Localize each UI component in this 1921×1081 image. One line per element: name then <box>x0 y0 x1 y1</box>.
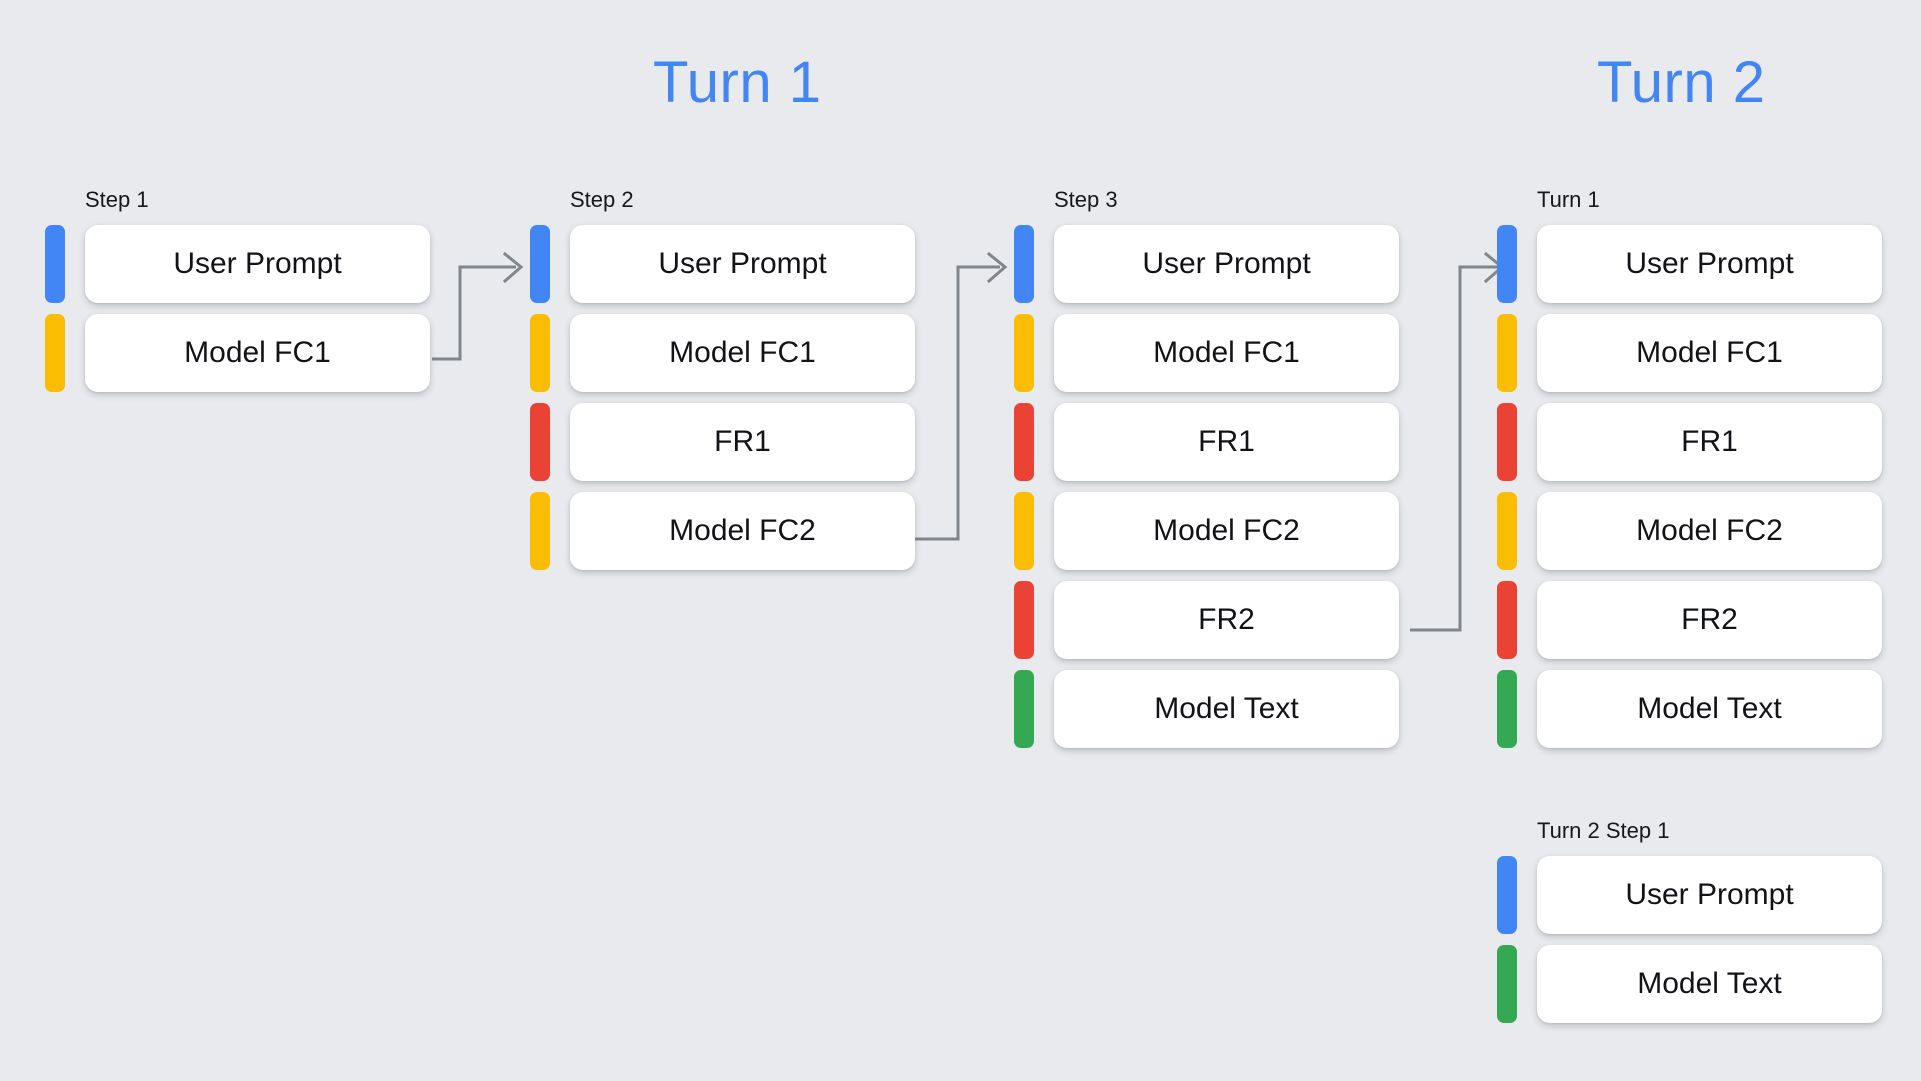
column-step-3: Step 3 User Prompt Model FC1 FR1 Model F… <box>1014 189 1399 748</box>
arrowhead-step2-to-step3 <box>986 251 1008 284</box>
color-bar-red <box>1497 581 1517 659</box>
list-item[interactable]: User Prompt <box>1014 225 1399 303</box>
list-item[interactable]: FR1 <box>530 403 915 481</box>
list-item[interactable]: Model Text <box>1497 945 1882 1023</box>
color-bar-yellow <box>530 492 550 570</box>
turn-2-heading: Turn 2 <box>1597 50 1766 115</box>
connector-step1-to-step2 <box>432 265 516 361</box>
rows-turn-1: User Prompt Model FC1 FR1 Model FC2 FR2 … <box>1497 225 1882 748</box>
list-item[interactable]: Model FC1 <box>1014 314 1399 392</box>
card-model-text[interactable]: Model Text <box>1537 670 1882 748</box>
rows-step-3: User Prompt Model FC1 FR1 Model FC2 FR2 … <box>1014 225 1399 748</box>
card-fr1[interactable]: FR1 <box>570 403 915 481</box>
color-bar-green <box>1014 670 1034 748</box>
column-label-step-2: Step 2 <box>570 187 634 212</box>
list-item[interactable]: Model Text <box>1497 670 1882 748</box>
column-turn-1: Turn 1 User Prompt Model FC1 FR1 Model F… <box>1497 189 1882 748</box>
list-item[interactable]: FR2 <box>1014 581 1399 659</box>
card-model-fc1[interactable]: Model FC1 <box>1537 314 1882 392</box>
color-bar-blue <box>45 225 65 303</box>
card-model-fc1[interactable]: Model FC1 <box>1054 314 1399 392</box>
color-bar-yellow <box>530 314 550 392</box>
card-fr1[interactable]: FR1 <box>1537 403 1882 481</box>
card-fr2[interactable]: FR2 <box>1054 581 1399 659</box>
card-user-prompt[interactable]: User Prompt <box>570 225 915 303</box>
color-bar-green <box>1497 670 1517 748</box>
card-fr1[interactable]: FR1 <box>1054 403 1399 481</box>
card-model-text[interactable]: Model Text <box>1054 670 1399 748</box>
column-label-turn-1: Turn 1 <box>1537 187 1600 212</box>
list-item[interactable]: User Prompt <box>1497 856 1882 934</box>
color-bar-yellow <box>1497 492 1517 570</box>
column-step-1: Step 1 User Prompt Model FC1 <box>45 189 430 392</box>
color-bar-blue <box>1497 225 1517 303</box>
arrowhead-step1-to-step2 <box>502 251 524 284</box>
list-item[interactable]: User Prompt <box>530 225 915 303</box>
card-user-prompt[interactable]: User Prompt <box>1537 225 1882 303</box>
card-model-fc1[interactable]: Model FC1 <box>570 314 915 392</box>
rows-step-2: User Prompt Model FC1 FR1 Model FC2 <box>530 225 915 570</box>
connector-step3-to-turn1 <box>1410 265 1497 632</box>
card-user-prompt[interactable]: User Prompt <box>85 225 430 303</box>
color-bar-yellow <box>1014 492 1034 570</box>
card-user-prompt[interactable]: User Prompt <box>1054 225 1399 303</box>
color-bar-blue <box>1014 225 1034 303</box>
card-model-fc1[interactable]: Model FC1 <box>85 314 430 392</box>
list-item[interactable]: FR2 <box>1497 581 1882 659</box>
list-item[interactable]: Model Text <box>1014 670 1399 748</box>
card-fr2[interactable]: FR2 <box>1537 581 1882 659</box>
color-bar-yellow <box>45 314 65 392</box>
column-label-step-3: Step 3 <box>1054 187 1118 212</box>
color-bar-green <box>1497 945 1517 1023</box>
card-user-prompt[interactable]: User Prompt <box>1537 856 1882 934</box>
card-model-text[interactable]: Model Text <box>1537 945 1882 1023</box>
card-model-fc2[interactable]: Model FC2 <box>1054 492 1399 570</box>
connector-step2-to-step3 <box>913 265 1000 541</box>
column-turn-2-step-1: Turn 2 Step 1 User Prompt Model Text <box>1497 820 1882 1023</box>
list-item[interactable]: User Prompt <box>45 225 430 303</box>
rows-turn-2-step-1: User Prompt Model Text <box>1497 856 1882 1023</box>
list-item[interactable]: Model FC1 <box>45 314 430 392</box>
column-step-2: Step 2 User Prompt Model FC1 FR1 Model F… <box>530 189 915 570</box>
list-item[interactable]: Model FC2 <box>530 492 915 570</box>
color-bar-yellow <box>1497 314 1517 392</box>
card-model-fc2[interactable]: Model FC2 <box>1537 492 1882 570</box>
color-bar-yellow <box>1014 314 1034 392</box>
rows-step-1: User Prompt Model FC1 <box>45 225 430 392</box>
color-bar-red <box>530 403 550 481</box>
list-item[interactable]: Model FC1 <box>1497 314 1882 392</box>
color-bar-blue <box>530 225 550 303</box>
column-label-step-1: Step 1 <box>85 187 149 212</box>
list-item[interactable]: Model FC2 <box>1014 492 1399 570</box>
color-bar-blue <box>1497 856 1517 934</box>
turn-1-heading: Turn 1 <box>653 50 822 115</box>
card-model-fc2[interactable]: Model FC2 <box>570 492 915 570</box>
color-bar-red <box>1014 581 1034 659</box>
list-item[interactable]: Model FC2 <box>1497 492 1882 570</box>
color-bar-red <box>1014 403 1034 481</box>
list-item[interactable]: FR1 <box>1497 403 1882 481</box>
list-item[interactable]: FR1 <box>1014 403 1399 481</box>
list-item[interactable]: Model FC1 <box>530 314 915 392</box>
list-item[interactable]: User Prompt <box>1497 225 1882 303</box>
column-label-turn-2-step-1: Turn 2 Step 1 <box>1537 818 1670 843</box>
color-bar-red <box>1497 403 1517 481</box>
